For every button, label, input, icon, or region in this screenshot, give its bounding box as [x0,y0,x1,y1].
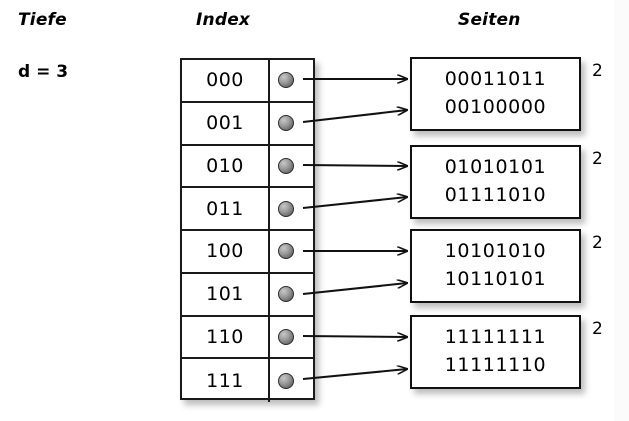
page-box: 10101010 10110101 [410,229,581,303]
page-count: 2 [592,149,603,169]
pointer-dot-icon [278,328,294,345]
index-row: 110 [182,316,313,360]
right-edge-strip [614,0,629,421]
depth-value: d = 3 [18,62,69,82]
page-count: 2 [592,233,603,253]
index-pointer-cell [270,60,313,101]
index-row: 010 [182,145,313,189]
page-line: 10110101 [444,268,547,290]
arrow-001-to-page-1 [302,110,407,124]
index-pointer-cell [270,146,313,187]
page-count: 2 [592,319,603,339]
page-count: 2 [592,61,603,81]
index-row: 000 [182,60,313,103]
page-line: 10101010 [444,240,547,263]
index-key: 011 [182,188,270,229]
page-box: 00011011 00100000 [410,57,581,131]
index-pointer-cell [270,359,313,402]
index-row: 011 [182,188,313,231]
index-key: 110 [182,316,270,358]
heading-tiefe: Tiefe [18,10,67,30]
index-key: 100 [182,231,270,272]
page-box: 11111111 11111110 [410,315,581,389]
index-row: 100 [182,231,313,274]
index-pointer-cell [270,317,313,358]
index-key: 000 [182,60,270,101]
page-line: 01111010 [444,184,547,206]
arrow-101-to-page-3 [302,283,407,296]
arrow-010-to-page-2 [302,165,407,166]
index-table: 000 001 010 011 100 101 110 111 [180,58,315,402]
pointer-dot-icon [278,286,294,303]
pointer-dot-icon [278,372,294,389]
arrow-011-to-page-2 [302,197,407,210]
heading-index: Index [196,10,251,30]
heading-seiten: Seiten [458,10,521,30]
pointer-dot-icon [278,115,294,132]
pointer-dot-icon [278,243,294,260]
arrow-111-to-page-4 [302,369,407,381]
index-row: 101 [182,273,313,317]
index-pointer-cell [270,188,313,229]
arrow-110-to-page-4 [302,336,407,337]
index-pointer-cell [270,274,313,315]
index-pointer-cell [270,231,313,272]
pointer-dot-icon [278,200,294,217]
index-key: 111 [182,359,270,402]
index-key: 101 [182,273,270,315]
page-line: 11111111 [444,326,547,349]
page-box: 01010101 01111010 [410,145,581,219]
index-key: 010 [182,145,270,187]
index-pointer-cell [270,103,313,144]
page-line: 00100000 [444,96,547,118]
index-key: 001 [182,102,270,144]
pointer-dot-icon [278,72,294,89]
pointer-dot-icon [278,157,294,174]
index-row: 111 [182,359,313,402]
page-line: 11111110 [444,354,547,376]
index-row: 001 [182,102,313,146]
page-line: 00011011 [444,68,547,91]
page-line: 01010101 [444,156,547,179]
